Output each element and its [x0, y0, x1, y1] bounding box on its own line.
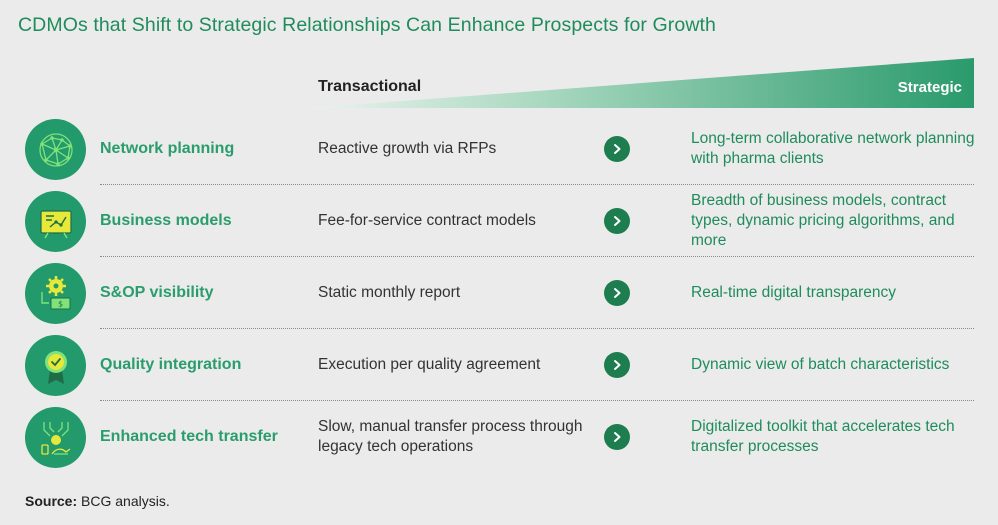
header-strategic: Strategic: [897, 79, 962, 96]
transactional-to-strategic-gradient: [310, 58, 974, 108]
row-quality-integration: Quality integration Execution per qualit…: [18, 329, 974, 401]
network-globe-icon: [25, 119, 86, 180]
row-sop-visibility: $ S&OP visibility Static monthly report …: [18, 257, 974, 329]
business-board-icon: [25, 191, 86, 252]
gear-cash-icon: $: [25, 263, 86, 324]
svg-text:$: $: [57, 299, 62, 308]
strategic-text: Digitalized toolkit that accelerates tec…: [691, 418, 955, 455]
transactional-text: Slow, manual transfer process through le…: [318, 418, 583, 455]
row-divider: [100, 184, 974, 185]
source-prefix: Source:: [25, 493, 78, 509]
strategic-text: Long-term collaborative network planning…: [691, 130, 975, 167]
row-network-planning: Network planning Reactive growth via RFP…: [18, 113, 974, 185]
row-label: S&OP visibility: [100, 284, 214, 301]
chevron-right-icon: [604, 136, 630, 162]
chevron-right-icon: [604, 280, 630, 306]
chevron-right-icon: [604, 352, 630, 378]
strategic-text: Real-time digital transparency: [691, 284, 897, 301]
row-label: Enhanced tech transfer: [100, 428, 278, 445]
row-label: Network planning: [100, 140, 235, 157]
row-business-models: Business models Fee-for-service contract…: [18, 185, 974, 257]
source-text: BCG analysis.: [81, 493, 170, 509]
row-divider: [100, 400, 974, 401]
chevron-right-icon: [604, 424, 630, 450]
row-label: Business models: [100, 212, 232, 229]
row-label: Quality integration: [100, 356, 242, 373]
page-title: CDMOs that Shift to Strategic Relationsh…: [18, 14, 716, 36]
transactional-text: Reactive growth via RFPs: [318, 140, 497, 157]
row-divider: [100, 256, 974, 257]
transactional-text: Static monthly report: [318, 284, 461, 301]
strategic-text: Dynamic view of batch characteristics: [691, 356, 950, 373]
header-transactional: Transactional: [318, 78, 422, 95]
transactional-text: Execution per quality agreement: [318, 356, 541, 373]
strategic-text: Breadth of business models, contract typ…: [691, 192, 955, 249]
circuit-hand-icon: [25, 407, 86, 468]
row-divider: [100, 328, 974, 329]
source-note: Source: BCG analysis.: [25, 493, 170, 509]
chevron-right-icon: [604, 208, 630, 234]
quality-ribbon-icon: [25, 335, 86, 396]
row-enhanced-tech-transfer: Enhanced tech transfer Slow, manual tran…: [18, 401, 974, 473]
transactional-text: Fee-for-service contract models: [318, 212, 536, 229]
